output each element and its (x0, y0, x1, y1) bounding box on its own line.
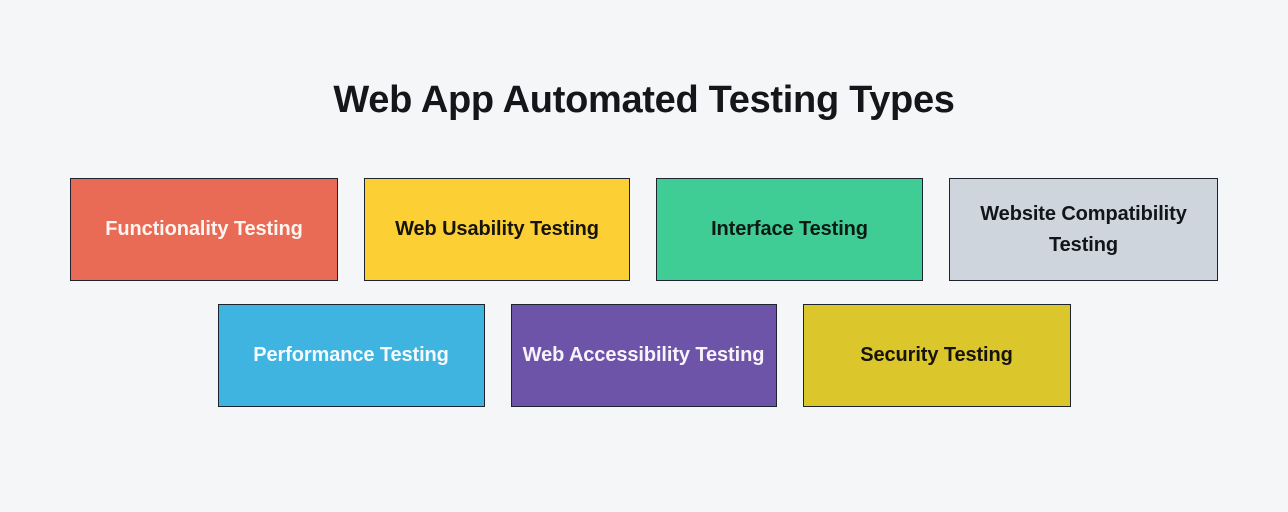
card-functionality-testing-label: Functionality Testing (105, 218, 303, 240)
testing-types-row-2: Performance Testing Web Accessibility Te… (0, 304, 1288, 407)
card-functionality-testing[interactable]: Functionality Testing (70, 178, 338, 281)
card-performance-testing-label: Performance Testing (253, 344, 449, 366)
card-web-accessibility-testing-label: Web Accessibility Testing (522, 344, 765, 366)
card-web-usability-testing[interactable]: Web Usability Testing (364, 178, 630, 281)
card-website-compatibility-testing-label: Website Compatibility Testing (980, 202, 1187, 256)
testing-types-grid: Functionality Testing Web Usability Test… (0, 178, 1288, 407)
card-interface-testing-label: Interface Testing (711, 218, 868, 240)
card-website-compatibility-testing[interactable]: Website Compatibility Testing (949, 178, 1218, 281)
testing-types-row-1: Functionality Testing Web Usability Test… (0, 178, 1288, 281)
card-interface-testing[interactable]: Interface Testing (656, 178, 923, 281)
card-security-testing-label: Security Testing (860, 344, 1013, 366)
card-performance-testing[interactable]: Performance Testing (217, 304, 485, 407)
card-security-testing[interactable]: Security Testing (802, 304, 1071, 407)
card-web-accessibility-testing[interactable]: Web Accessibility Testing (510, 304, 777, 407)
page-title: Web App Automated Testing Types (333, 79, 955, 121)
card-web-usability-testing-label: Web Usability Testing (395, 218, 599, 240)
